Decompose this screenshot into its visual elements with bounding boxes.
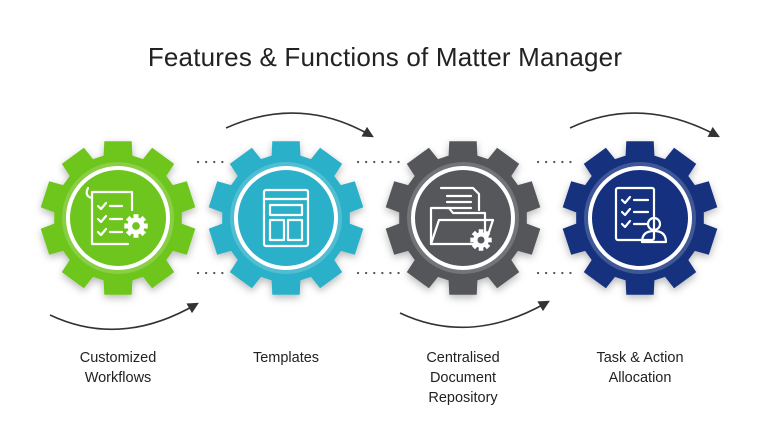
gear-3 — [385, 141, 541, 295]
caption-line: Workflows — [84, 370, 152, 386]
arrow-top-1 — [225, 112, 374, 138]
gear-hub — [234, 166, 338, 270]
arrow-bottom-2 — [399, 300, 550, 329]
document-folder-gear-icon — [429, 186, 495, 251]
caption-line: Document — [429, 370, 497, 386]
gear-hub — [411, 166, 515, 270]
template-layout-icon — [262, 188, 310, 248]
caption-line: Allocation — [608, 370, 672, 386]
task-checklist-user-icon — [614, 186, 668, 244]
page-title: Features & Functions of Matter Manager — [147, 42, 623, 72]
gear-4 — [562, 141, 718, 295]
caption-line: Task & Action — [596, 350, 684, 366]
dotted-connectors — [196, 160, 580, 275]
arrow-top-2 — [569, 112, 720, 138]
gear-1 — [40, 141, 196, 295]
curved-arrows — [49, 112, 720, 331]
caption-line: Customized — [79, 350, 157, 366]
caption-line: Repository — [428, 390, 498, 406]
gear-hub — [588, 166, 692, 270]
arrow-bottom-1 — [49, 302, 199, 331]
feature-caption: Templates — [211, 348, 361, 368]
gear-2 — [208, 141, 364, 295]
workflow-checklist-gear-icon — [85, 186, 148, 246]
caption-line: Templates — [252, 350, 320, 366]
caption-line: Centralised — [426, 350, 500, 366]
